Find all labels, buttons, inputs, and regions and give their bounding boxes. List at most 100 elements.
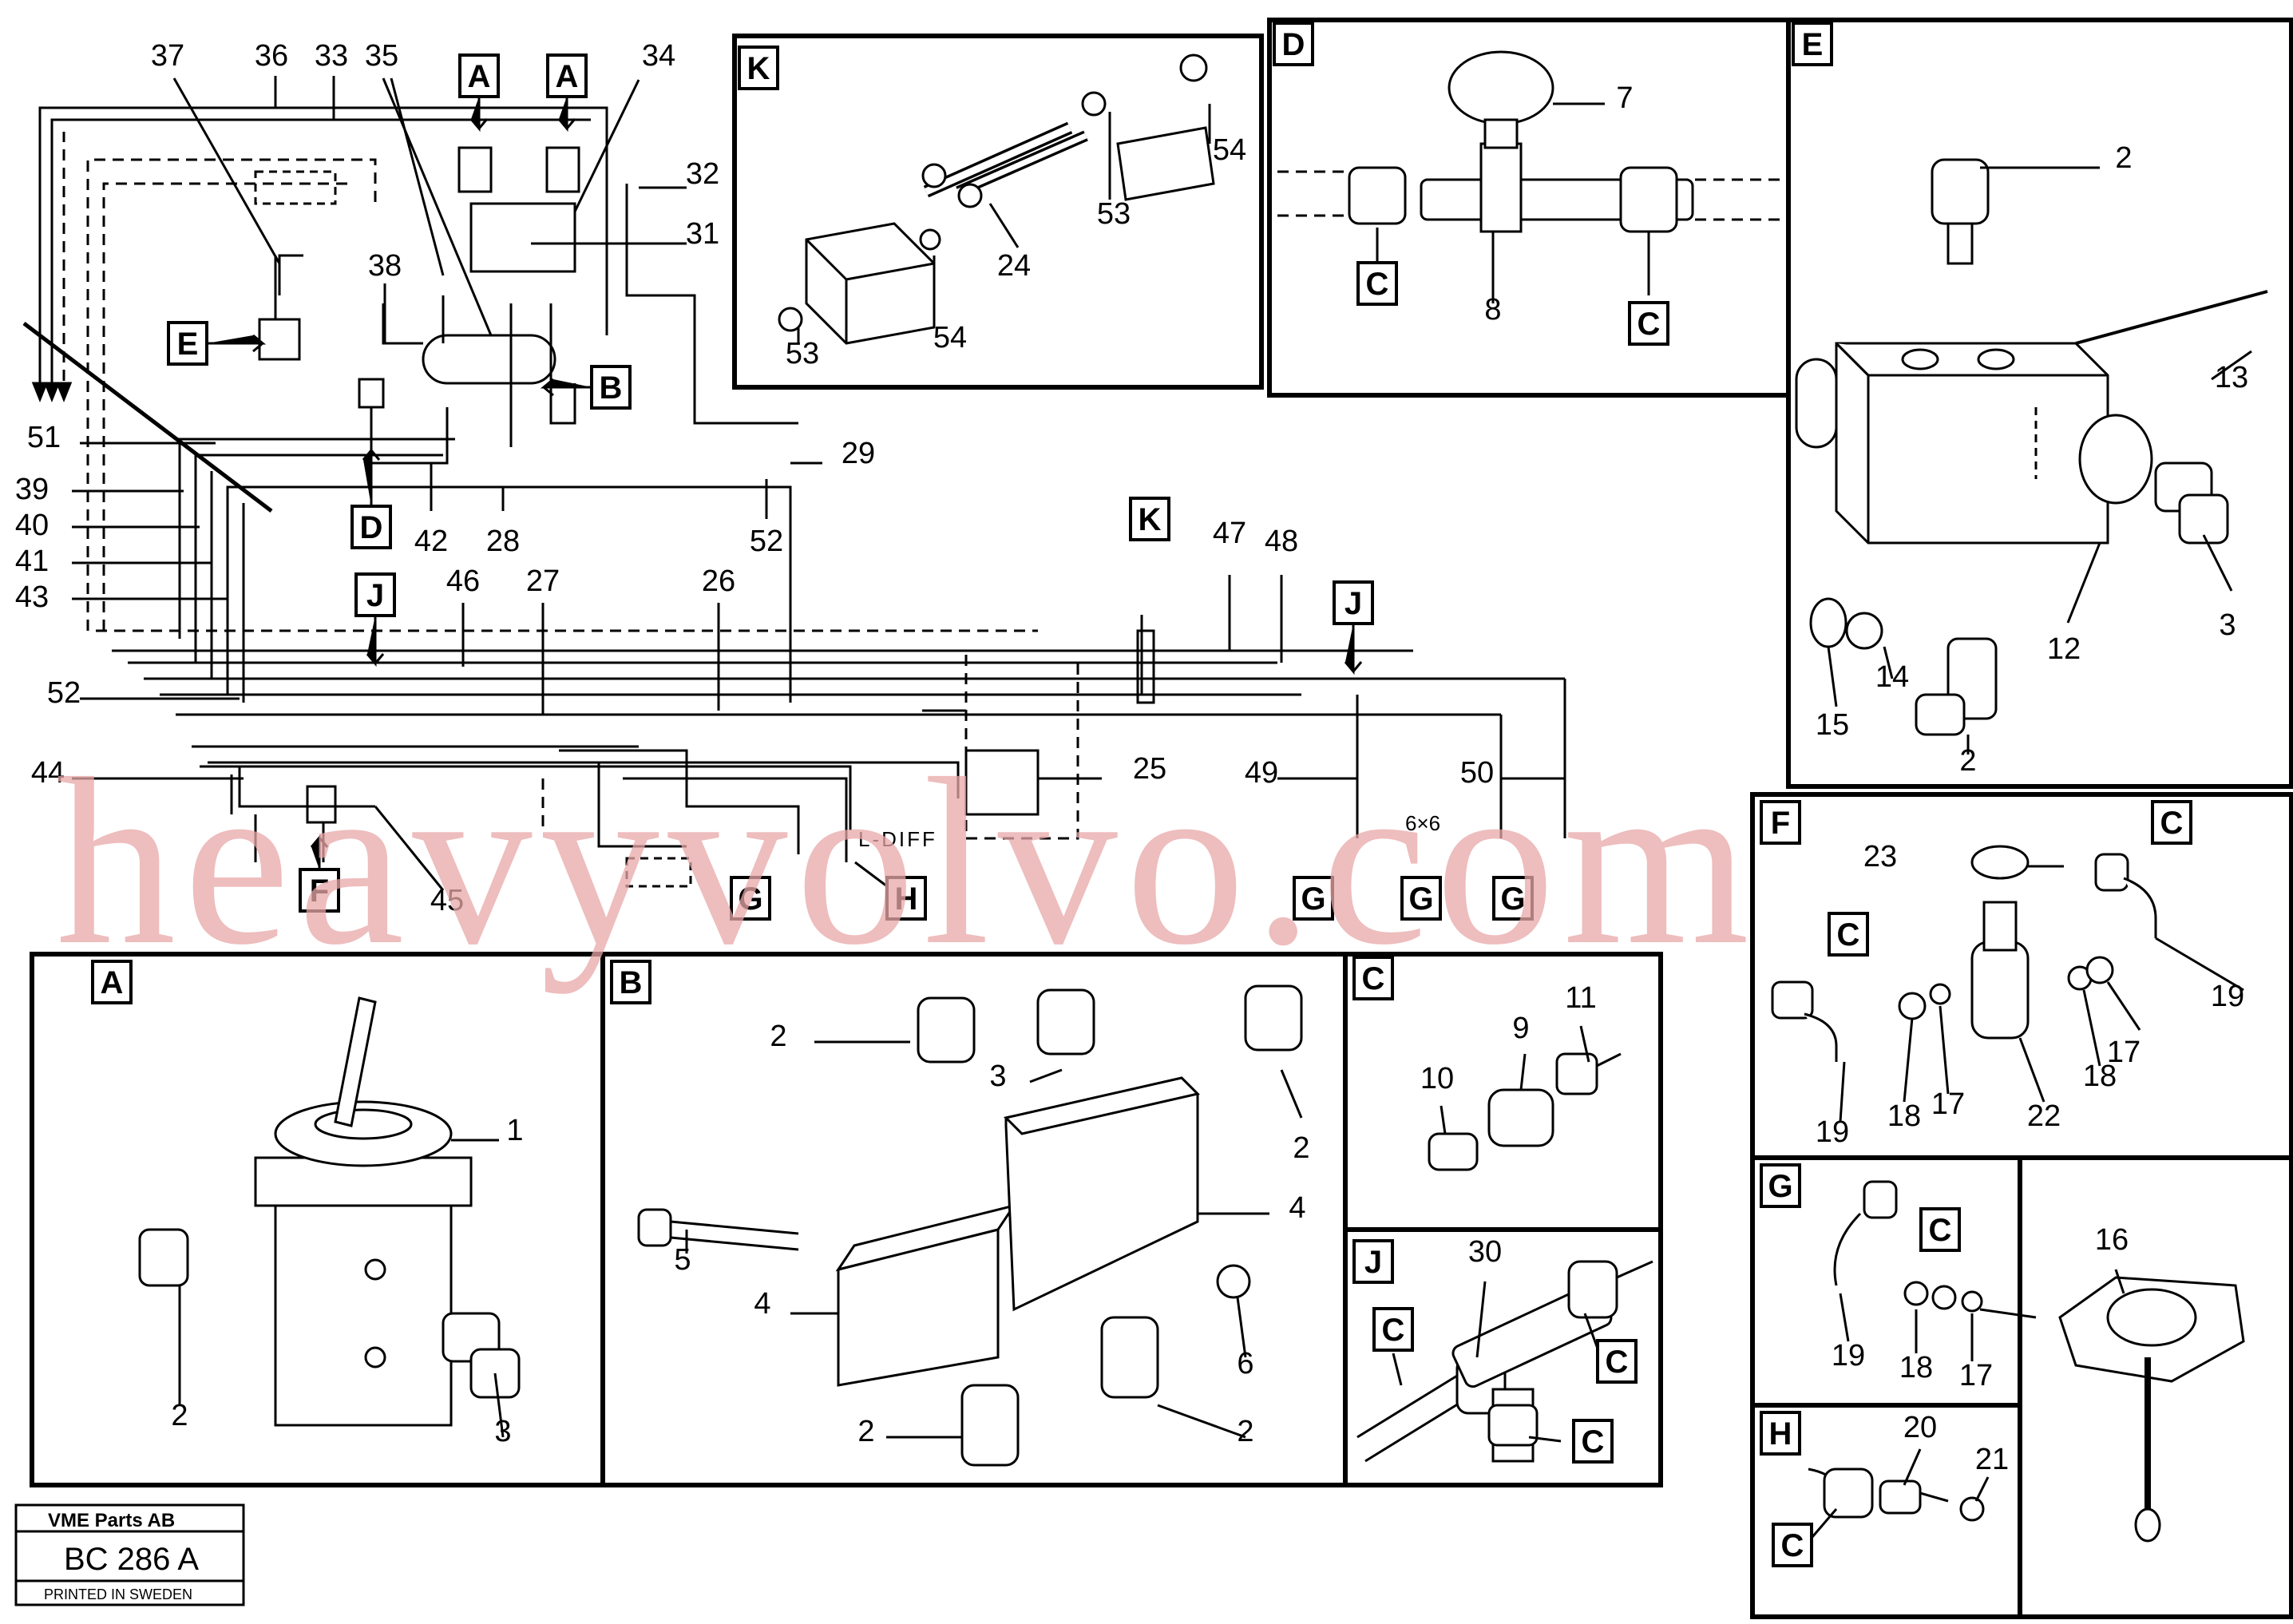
callout-b-5: 5 (674, 1243, 691, 1277)
callout-c-9: 9 (1512, 1012, 1529, 1045)
section-letter-a: A (91, 960, 133, 1004)
svg-text:K: K (1139, 502, 1162, 537)
callout-b-4: 4 (1289, 1191, 1305, 1225)
section-letter-g: G (1760, 1163, 1801, 1208)
section-letter-b: B (610, 960, 651, 1004)
schematic-callout-27-20: 27 (526, 564, 560, 598)
callout-e-13: 13 (2215, 361, 2248, 394)
schematic-callout-47-17: 47 (1213, 517, 1246, 550)
ref-box-j-2: C (1572, 1419, 1614, 1464)
ref-box-d-0: C (1356, 261, 1398, 306)
schematic-ref-g-11: G (1293, 876, 1334, 921)
schematic-ref-b-3: B (540, 365, 632, 410)
schematic-callout-46-19: 46 (446, 564, 480, 598)
callout-e-15: 15 (1816, 708, 1849, 742)
callout-e-2: 2 (2115, 141, 2132, 175)
schematic-ref-a-0: A (458, 53, 500, 133)
callout-g-16: 16 (2095, 1223, 2129, 1257)
schematic-callout-42-13: 42 (414, 525, 448, 558)
title-block (14, 1503, 245, 1606)
section-h-drawing (1808, 1468, 1985, 1522)
schematic-callout-41-11: 41 (15, 545, 49, 578)
schematic-ref-g-12: G (1400, 876, 1442, 921)
schematic-leaders (72, 76, 1565, 891)
callout-a-2: 2 (171, 1399, 188, 1432)
section-c-leaders (1440, 1025, 1590, 1135)
svg-text:H: H (1769, 1416, 1792, 1452)
callout-f-17: 17 (1931, 1087, 1965, 1121)
svg-text:D: D (1282, 27, 1305, 62)
schematic-callout-50-26: 50 (1460, 756, 1494, 790)
svg-text:J: J (366, 578, 384, 613)
svg-text:C: C (1781, 1528, 1804, 1563)
svg-text:A: A (101, 965, 124, 1000)
section-letter-c: C (1352, 956, 1394, 1000)
callout-g-17: 17 (1959, 1359, 1993, 1392)
schematic-callout-45-27: 45 (430, 884, 464, 917)
schematic-ref-e-2: E (167, 321, 267, 366)
svg-text:H: H (895, 881, 918, 917)
panel-frames (30, 18, 2293, 1619)
schematic-callout-44-23: 44 (31, 756, 65, 790)
section-e-drawing (1795, 158, 2268, 736)
callout-k-54: 54 (1213, 133, 1246, 167)
company-name: VME Parts AB (48, 1510, 175, 1531)
section-letter-k: K (738, 46, 779, 90)
callout-b-3: 3 (989, 1060, 1006, 1093)
svg-text:F: F (1771, 806, 1790, 841)
ref-box-j-0: C (1372, 1307, 1414, 1352)
schematic-callout-38-7: 38 (368, 249, 402, 283)
section-letter-d: D (1273, 22, 1314, 66)
svg-text:G: G (1408, 881, 1433, 917)
callout-a-3: 3 (494, 1415, 511, 1448)
callout-a-1: 1 (506, 1114, 523, 1147)
callout-f-17: 17 (2107, 1036, 2141, 1069)
schematic-ref-j-6: J (354, 572, 396, 667)
section-letter-h: H (1760, 1411, 1801, 1456)
callout-k-53: 53 (786, 337, 819, 370)
callout-h-21: 21 (1975, 1443, 2009, 1476)
callout-b-2: 2 (1237, 1415, 1253, 1448)
svg-text:A: A (468, 59, 491, 94)
frame-k (732, 34, 1264, 390)
section-g-leaders (1839, 1269, 2125, 1361)
callout-g-18: 18 (1899, 1351, 1933, 1384)
schematic-callout-52-16: 52 (750, 525, 783, 558)
l-diff-note: L-DIFF (858, 827, 937, 851)
schematic-ref-k-5: K (1129, 497, 1170, 541)
svg-text:B: B (600, 370, 623, 406)
callout-f-19: 19 (2211, 980, 2244, 1013)
schematic-callout-25-24: 25 (1133, 752, 1166, 786)
section-a-leaders (178, 1139, 505, 1438)
callout-b-6: 6 (1237, 1347, 1253, 1380)
callout-b-4: 4 (754, 1287, 770, 1321)
callout-f-18: 18 (2083, 1060, 2117, 1093)
callout-f-18: 18 (1887, 1099, 1921, 1133)
schematic-callout-49-25: 49 (1245, 756, 1278, 790)
callout-e-12: 12 (2047, 632, 2081, 666)
section-f-leaders (1839, 865, 2244, 1123)
callout-d-7: 7 (1616, 81, 1633, 115)
schematic-callout-40-10: 40 (15, 509, 49, 542)
schematic-ref-a-1: A (546, 53, 588, 133)
drawing-code: BC 286 A (64, 1542, 199, 1577)
svg-text:C: C (1366, 267, 1389, 302)
schematic-callout-32-5: 32 (686, 157, 719, 191)
section-d-drawing (1277, 50, 1780, 233)
callout-k-54: 54 (933, 321, 967, 355)
callout-e-14: 14 (1875, 660, 1909, 694)
ref-box-h-0: C (1772, 1523, 1813, 1567)
svg-text:E: E (1802, 27, 1824, 62)
six-by-six-note: 6×6 (1405, 811, 1440, 835)
callout-f-23: 23 (1863, 840, 1897, 873)
schematic-callout-35-3: 35 (365, 39, 398, 73)
section-a-drawing (138, 996, 521, 1427)
callout-c-10: 10 (1420, 1062, 1454, 1095)
callout-g-19: 19 (1832, 1339, 1865, 1372)
schematic-callout-51-8: 51 (27, 421, 61, 454)
callout-h-20: 20 (1903, 1411, 1937, 1444)
section-k-leaders (797, 104, 1211, 343)
callout-b-2: 2 (1293, 1131, 1309, 1165)
